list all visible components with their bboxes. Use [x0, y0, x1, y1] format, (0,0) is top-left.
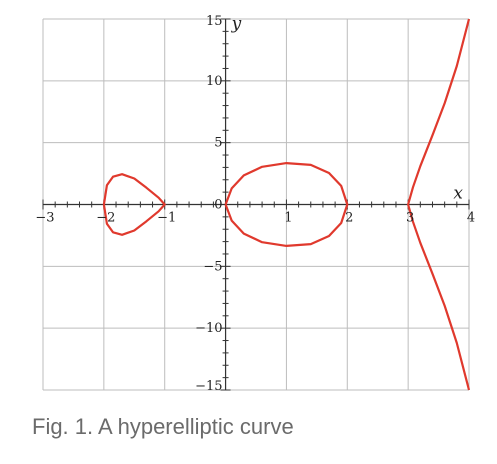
- y-tick-label: 5: [214, 136, 222, 151]
- y-tick-label: −5: [203, 259, 222, 274]
- hyperelliptic-curve-plot: −3 −2 −1 1 2 3 4 −15 −10 −5 0 5 10 15 x y: [35, 14, 475, 394]
- curve-left-oval: [102, 173, 166, 236]
- y-tick-label: 15: [206, 14, 223, 29]
- x-tick-label: −2: [96, 211, 115, 226]
- x-tick-label: 4: [467, 211, 475, 226]
- figure-caption: Fig. 1. A hyperelliptic curve: [32, 414, 294, 439]
- curve-middle-oval: [224, 162, 349, 247]
- x-tick-label: 1: [284, 211, 292, 226]
- curve-right-branch: [407, 18, 471, 391]
- tick-labels: −3 −2 −1 1 2 3 4 −15 −10 −5 0 5 10 15: [35, 14, 475, 394]
- x-tick-label: −3: [35, 211, 54, 226]
- curve: [102, 18, 471, 391]
- axes: [42, 18, 470, 391]
- x-tick-label: −1: [157, 211, 176, 226]
- y-tick-label: 10: [206, 74, 223, 89]
- y-tick-label: −10: [195, 321, 222, 336]
- y-axis-label: y: [231, 14, 242, 34]
- x-tick-label: 3: [406, 211, 414, 226]
- y-tick-label: −15: [195, 379, 222, 394]
- x-tick-label: 2: [345, 211, 353, 226]
- x-axis-label: x: [453, 184, 463, 204]
- y-tick-label: 0: [214, 198, 222, 213]
